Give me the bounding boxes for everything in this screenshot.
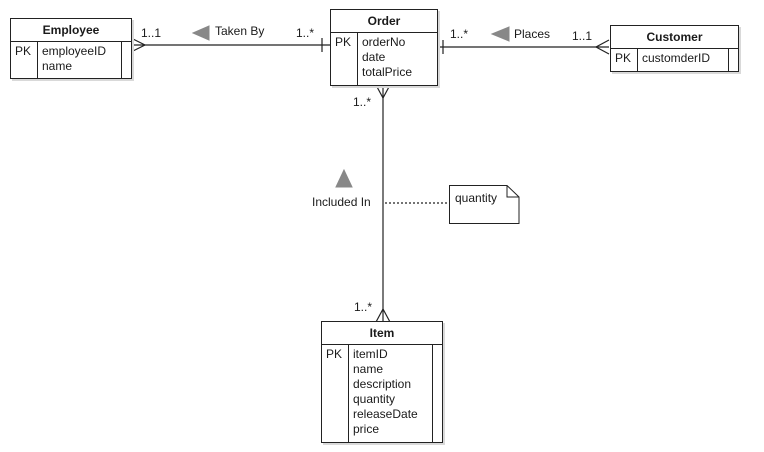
attribute: quantity	[353, 392, 396, 406]
order-crowfoot	[375, 84, 391, 100]
cardinality-order-taken-by: 1..*	[296, 26, 315, 40]
pk-label: PK	[11, 42, 38, 78]
item-crowfoot	[375, 307, 391, 323]
attribute-note[interactable]: quantity	[449, 185, 520, 224]
entity-employee[interactable]: Employee PK employeeID name	[10, 18, 132, 79]
employee-crowfoot	[130, 37, 147, 53]
attribute: name	[42, 59, 73, 73]
attribute-list: customderID	[638, 49, 729, 71]
relationship-label-places[interactable]: Places	[514, 27, 551, 41]
attribute-list: orderNo date totalPrice	[358, 33, 437, 85]
entity-title: Employee	[11, 19, 131, 42]
attribute: itemID	[353, 347, 388, 361]
taken-by-arrow-icon	[191, 25, 210, 41]
included-in-arrow-icon	[335, 168, 353, 188]
customer-crowfoot	[594, 39, 610, 55]
attribute: orderNo	[362, 35, 406, 49]
note-text: quantity	[455, 191, 498, 205]
entity-order[interactable]: Order PK orderNo date totalPrice	[330, 9, 438, 86]
cardinality-order-included-in: 1..*	[353, 95, 372, 109]
attribute: releaseDate	[353, 407, 418, 421]
attribute-list: employeeID name	[38, 42, 122, 78]
attribute: price	[353, 422, 380, 436]
attribute: description	[353, 377, 412, 391]
cardinality-item: 1..*	[354, 300, 373, 314]
pk-label: PK	[322, 345, 349, 442]
pk-label: PK	[611, 49, 638, 71]
attribute: name	[353, 362, 384, 376]
entity-title: Order	[331, 10, 437, 33]
cardinality-employee: 1..1	[141, 26, 162, 40]
entity-item[interactable]: Item PK itemID name description quantity…	[321, 321, 443, 443]
entity-customer[interactable]: Customer PK customderID	[610, 25, 739, 72]
attribute: employeeID	[42, 44, 107, 58]
attribute-list: itemID name description quantity release…	[349, 345, 433, 442]
entity-title: Customer	[611, 26, 738, 49]
relationship-label-included-in[interactable]: Included In	[312, 195, 371, 209]
cardinality-order-places: 1..*	[450, 27, 469, 41]
places-arrow-icon	[490, 26, 510, 42]
attribute: customderID	[642, 51, 711, 65]
attribute: totalPrice	[362, 65, 413, 79]
cardinality-customer: 1..1	[572, 29, 593, 43]
relationship-label-taken-by[interactable]: Taken By	[215, 24, 265, 38]
note-shape	[449, 185, 520, 224]
pk-label: PK	[331, 33, 358, 85]
entity-title: Item	[322, 322, 442, 345]
attribute: date	[362, 50, 386, 64]
